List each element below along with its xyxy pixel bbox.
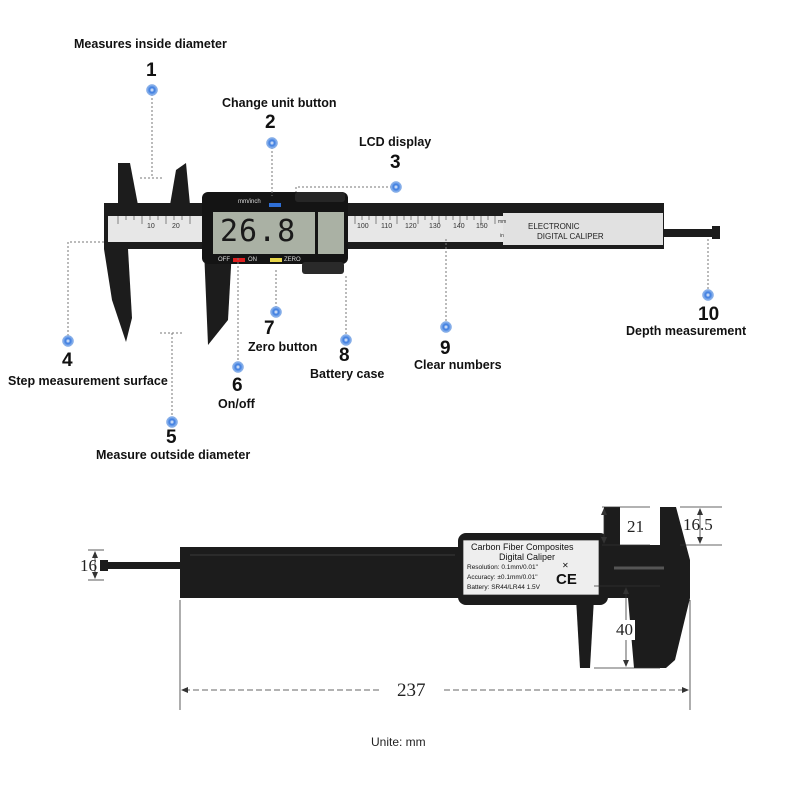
zero-button-label: ZERO: [284, 257, 301, 263]
callout-label-2: Change unit button: [222, 96, 337, 110]
callout-number-10: 10: [698, 304, 720, 325]
scale-label: 20: [172, 223, 180, 230]
dim-jaw-gap: 16.5: [683, 515, 713, 534]
scale-label: 120: [405, 223, 417, 230]
mode-button[interactable]: [269, 203, 281, 207]
callout-number-7: 7: [264, 318, 275, 339]
callout-number-3: 3: [390, 152, 401, 173]
off-button-label: OFF: [218, 257, 230, 263]
lcd-mode-label: mm/inch: [238, 199, 261, 205]
callout-label-3: LCD display: [359, 135, 432, 149]
ce-mark: CE: [556, 571, 577, 588]
caliper-silhouette: [100, 507, 690, 668]
scale-label: 100: [357, 223, 369, 230]
callout-dot-4: [62, 335, 74, 347]
plate-title-2: Digital Caliper: [499, 552, 556, 562]
scale-unit-in: in: [500, 233, 504, 239]
scale-label: 150: [476, 223, 488, 230]
plate-accuracy: Accuracy: ±0.1mm/0.01": [467, 574, 538, 581]
inside-jaws: [118, 163, 190, 205]
callout-dot-8: [340, 334, 352, 346]
scale-label: 10: [147, 223, 155, 230]
callout-dot-5: [166, 416, 178, 428]
callout-dots: [62, 84, 714, 428]
dim-jaw-top: 21: [627, 517, 644, 536]
dimension-lines: [88, 506, 722, 710]
callout-label-10: Depth measurement: [626, 324, 747, 338]
unit-note: Unite: mm: [371, 735, 426, 749]
depth-rod: [663, 229, 713, 237]
plate-battery: Battery: SR44/LR44 1.5V: [467, 584, 540, 591]
callout-label-8: Battery case: [310, 367, 385, 381]
callout-dot-3: [390, 181, 402, 193]
callout-number-6: 6: [232, 375, 243, 396]
weee-bin-icon: ✕: [562, 561, 569, 570]
zero-button[interactable]: [270, 258, 282, 262]
callout-label-1: Measures inside diameter: [74, 37, 227, 51]
dim-outside-jaw: 40: [614, 620, 635, 640]
battery-case: [302, 262, 344, 274]
callout-label-9: Clear numbers: [414, 358, 502, 372]
lcd-screen: [213, 212, 315, 254]
callout-dot-1: [146, 84, 158, 96]
scale-unit-mm: mm: [498, 219, 507, 225]
dim-total-length: 237: [397, 680, 426, 701]
callout-dot-7: [270, 306, 282, 318]
callout-dot-6: [232, 361, 244, 373]
callout-dot-10: [702, 289, 714, 301]
dimension-arrows: [92, 508, 703, 693]
plate-resolution: Resolution: 0.1mm/0.01": [467, 564, 538, 571]
scale-label: 140: [453, 223, 465, 230]
scale-label: 110: [381, 223, 393, 230]
plate-title-1: Carbon Fiber Composites: [471, 542, 574, 552]
callout-dot-9: [440, 321, 452, 333]
on-button-label: ON: [248, 257, 257, 263]
brand-line-2: DIGITAL CALIPER: [537, 232, 604, 241]
callout-number-4: 4: [62, 350, 73, 371]
callout-label-6: On/off: [218, 397, 255, 411]
callout-number-9: 9: [440, 338, 451, 359]
off-button[interactable]: [233, 258, 245, 262]
callout-label-5: Measure outside diameter: [96, 448, 251, 462]
scale-ticks: [117, 216, 496, 224]
callout-number-1: 1: [146, 60, 157, 81]
lcd-reading: 26.8: [220, 214, 297, 249]
callout-number-2: 2: [265, 112, 276, 133]
callout-dot-2: [266, 137, 278, 149]
callout-label-7: Zero button: [248, 340, 318, 354]
nameplate: [462, 539, 600, 596]
callout-leaders: [67, 90, 709, 420]
callout-number-5: 5: [166, 427, 177, 448]
callout-number-8: 8: [339, 345, 350, 366]
scale-label: 130: [429, 223, 441, 230]
dim-depth-rod: 16: [80, 556, 97, 575]
outside-jaws: [104, 249, 232, 345]
brand-line-1: ELECTRONIC: [528, 222, 580, 231]
callout-label-4: Step measurement surface: [8, 374, 168, 388]
